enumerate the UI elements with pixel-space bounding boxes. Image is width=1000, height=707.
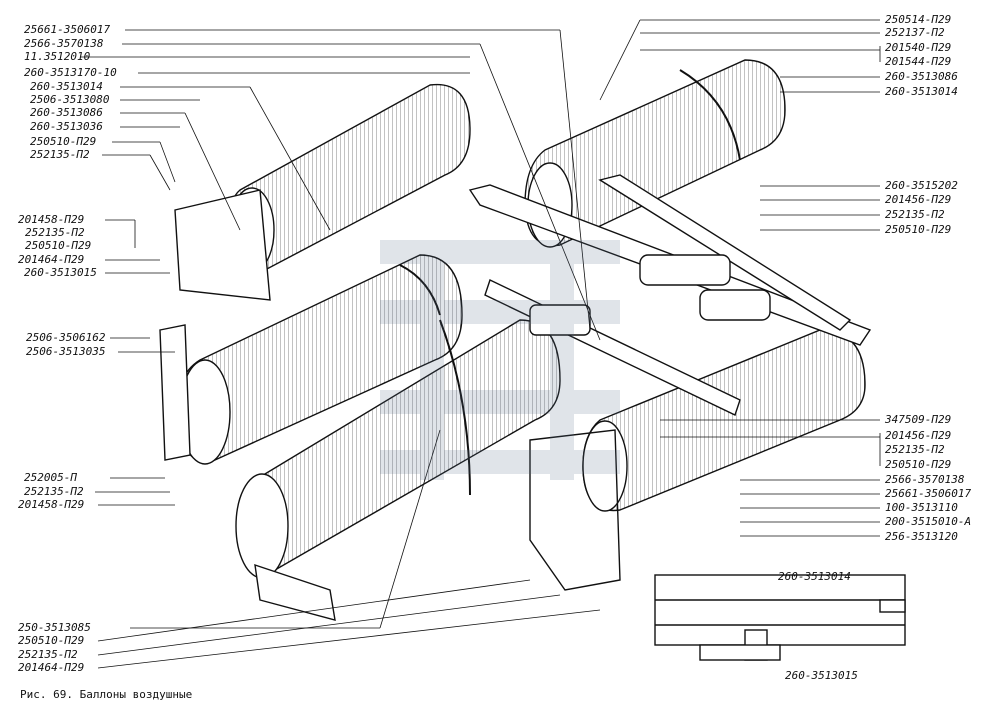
- label-252005-p: 252005-П: [24, 471, 77, 484]
- label-250510-p29: 250510-П29: [30, 135, 97, 148]
- label-252137-p2: 252137-П2: [885, 26, 945, 39]
- label-201458-p29-b: 201458-П29: [18, 498, 85, 511]
- label-252135-p2-r2: 252135-П2: [885, 443, 945, 456]
- label-260-3515202: 260-3515202: [885, 179, 958, 192]
- watermark-logo: [380, 240, 620, 480]
- label-2506-3506162: 2506-3506162: [26, 331, 106, 344]
- label-25661-3506017: 25661-3506017: [24, 23, 111, 36]
- label-252135-p2-d: 252135-П2: [18, 648, 78, 661]
- label-201464-p29: 201464-П29: [18, 253, 85, 266]
- label-201456-p29: 201456-П29: [885, 193, 952, 206]
- label-252135-p2-b: 252135-П2: [25, 226, 85, 239]
- air-tank-4: [235, 319, 561, 579]
- figure-caption: Рис. 69. Баллоны воздушные: [20, 688, 193, 701]
- label-252135-p2: 252135-П2: [30, 148, 90, 161]
- label-260-3513086-r: 260-3513086: [885, 70, 958, 83]
- label-260-3513015: 260-3513015: [24, 266, 97, 279]
- label-2566-3570138-r: 2566-3570138: [885, 473, 965, 486]
- label-260-3513036: 260-3513036: [30, 120, 103, 133]
- label-250-3513085: 250-3513085: [18, 621, 91, 634]
- inset-label-260-3513015: 260-3513015: [785, 669, 858, 682]
- label-2566-3570138: 2566-3570138: [24, 37, 104, 50]
- label-201458-p29: 201458-П29: [18, 213, 85, 226]
- label-100-3513110: 100-3513110: [885, 501, 958, 514]
- label-201456-p29-b: 201456-П29: [885, 429, 952, 442]
- label-250510-p29-r: 250510-П29: [885, 223, 952, 236]
- label-25661-3506017-r: 25661-3506017: [885, 487, 972, 500]
- label-201464-p29-b: 201464-П29: [18, 661, 85, 674]
- label-347509-p29: 347509-П29: [885, 413, 952, 426]
- label-201540-p29: 201540-П29: [885, 41, 952, 54]
- inset-detail: [654, 574, 906, 661]
- valve-assembly: [529, 254, 771, 336]
- tank-straps: [399, 69, 741, 496]
- label-260-3513014-r: 260-3513014: [885, 85, 958, 98]
- label-201544-p29: 201544-П29: [885, 55, 952, 68]
- inset-label-260-3513014: 260-3513014: [778, 570, 851, 583]
- label-260-3513170-10: 260-3513170-10: [24, 66, 117, 79]
- leader-lines: [80, 19, 881, 669]
- label-250510-p29-r2: 250510-П29: [885, 458, 952, 471]
- label-11-3512010: 11.3512010: [24, 50, 91, 63]
- label-2506-3513080: 2506-3513080: [30, 93, 110, 106]
- label-252135-p2-c: 252135-П2: [24, 485, 84, 498]
- label-250514-p29: 250514-П29: [885, 13, 952, 26]
- label-260-3513086: 260-3513086: [30, 106, 103, 119]
- label-256-3513120: 256-3513120: [885, 530, 958, 543]
- label-260-3513014: 260-3513014: [30, 80, 103, 93]
- label-2506-3513035: 2506-3513035: [26, 345, 106, 358]
- label-252135-p2-r: 252135-П2: [885, 208, 945, 221]
- label-250510-p29-c: 250510-П29: [18, 634, 85, 647]
- label-250510-p29-b: 250510-П29: [25, 239, 92, 252]
- label-200-3515010-a: 200-3515010-А: [885, 515, 972, 528]
